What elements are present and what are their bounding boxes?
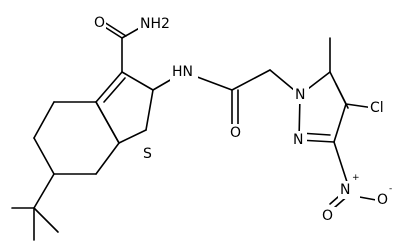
svg-text:N: N: [293, 132, 303, 148]
atom-n1: N: [293, 86, 309, 104]
svg-text:N: N: [295, 87, 305, 103]
atom-nh2: NH2: [138, 15, 170, 33]
svg-text:NH2: NH2: [140, 16, 170, 32]
atom-o-amide-top: O: [92, 14, 106, 32]
atom-o-nitro: O -: [375, 184, 397, 209]
atom-o-amide: O: [228, 124, 244, 142]
svg-text:S: S: [143, 146, 152, 162]
svg-text:HN: HN: [172, 64, 193, 80]
svg-text:N: N: [340, 182, 350, 198]
atom-hn: HN: [170, 63, 198, 81]
svg-text:O: O: [230, 125, 241, 141]
svg-text:O: O: [377, 192, 388, 208]
atom-s: S: [141, 145, 155, 163]
bond-group-tert-butyl: [11, 173, 59, 241]
svg-text:Cl: Cl: [370, 100, 384, 116]
bond-group-thiophene: [95, 71, 154, 144]
atom-o-nitro-top: O: [320, 207, 336, 225]
svg-text:+: +: [352, 173, 360, 183]
svg-text:O: O: [322, 208, 333, 224]
bond-group-amide-linker: [152, 69, 301, 125]
svg-text:O: O: [94, 15, 105, 31]
atom-cl: Cl: [368, 99, 392, 117]
bond-group-cyclohexene: [33, 101, 120, 175]
svg-text:-: -: [389, 184, 392, 194]
atom-n-nitro: N +: [338, 173, 360, 199]
atom-n2: N: [291, 131, 307, 149]
